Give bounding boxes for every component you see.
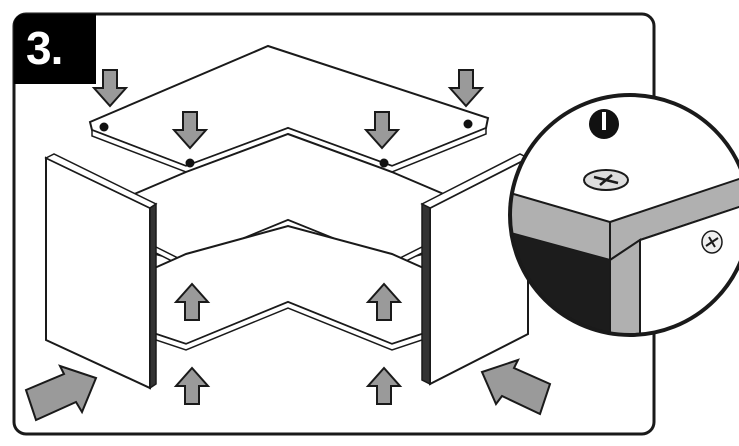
up-arrow (173, 282, 211, 321)
down-arrow (171, 111, 209, 150)
up-arrow (173, 366, 211, 405)
diagonal-arrow-right (24, 364, 98, 422)
phillips-screw-icon (701, 230, 723, 254)
dowel-hole (99, 122, 109, 132)
left-side-panel (44, 153, 158, 390)
diagonal-arrow-left (480, 358, 552, 416)
step-number-label: 3. (26, 22, 63, 74)
right-side-panel (420, 153, 530, 386)
phillips-screw-icon (583, 169, 629, 191)
down-arrow (363, 111, 401, 150)
flathead-screwdriver-icon (589, 109, 619, 139)
dowel-hole (185, 158, 195, 168)
bottom-shelf (149, 224, 429, 351)
dowel-hole (379, 158, 389, 168)
dowel-hole (463, 119, 473, 129)
up-arrow (365, 282, 403, 321)
up-arrow (365, 366, 403, 405)
step-number-badge (14, 14, 96, 84)
down-arrow (91, 69, 129, 108)
down-arrow (447, 69, 485, 108)
